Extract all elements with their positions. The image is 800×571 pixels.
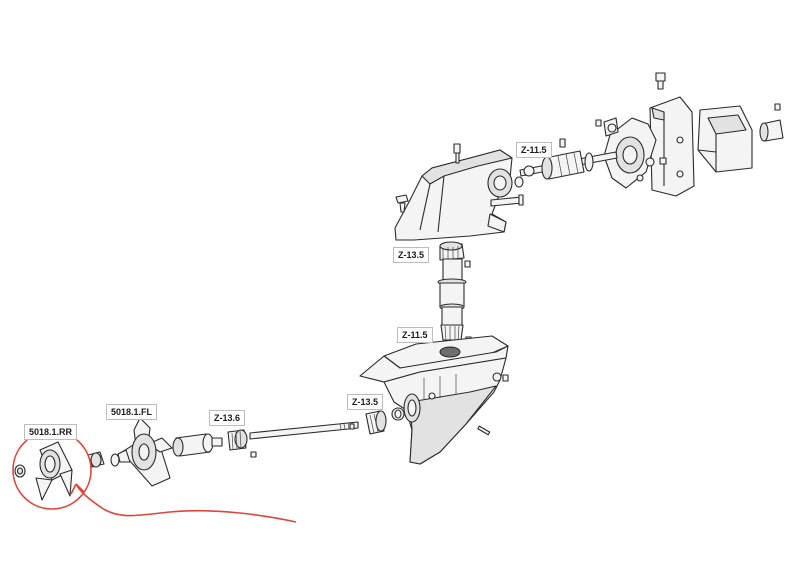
lower-gear-housing: [383, 357, 509, 465]
highlight-arrowhead: [70, 483, 85, 495]
label-propeller-fl: 5018.1.FL: [106, 404, 158, 420]
label-z-13-6: Z-13.6: [209, 410, 246, 426]
upper-drive-shaft: [519, 138, 618, 180]
label-z-11-5-middle: Z-11.5: [397, 327, 433, 343]
transom-bracket-assembly: [595, 72, 784, 197]
gasket-plate: [359, 335, 509, 383]
vertical-drive-shaft: [437, 241, 472, 344]
propeller-nut: [87, 451, 105, 468]
propeller-shaft: [249, 407, 405, 440]
label-z-11-5-top: Z-11.5: [516, 142, 552, 158]
shaft-bushing: [172, 433, 223, 457]
highlight-arrow-line: [75, 483, 297, 523]
label-z-13-5-lower: Z-13.5: [347, 394, 384, 410]
upper-gear-housing: [394, 143, 524, 241]
front-propeller: [110, 417, 173, 487]
label-propeller-rr: 5018.1.RR: [24, 424, 78, 440]
label-z-13-5-vertical: Z-13.5: [393, 247, 430, 263]
gear-z-13-6: [227, 429, 257, 458]
end-nut: [14, 464, 26, 478]
rear-propeller: [35, 441, 73, 501]
